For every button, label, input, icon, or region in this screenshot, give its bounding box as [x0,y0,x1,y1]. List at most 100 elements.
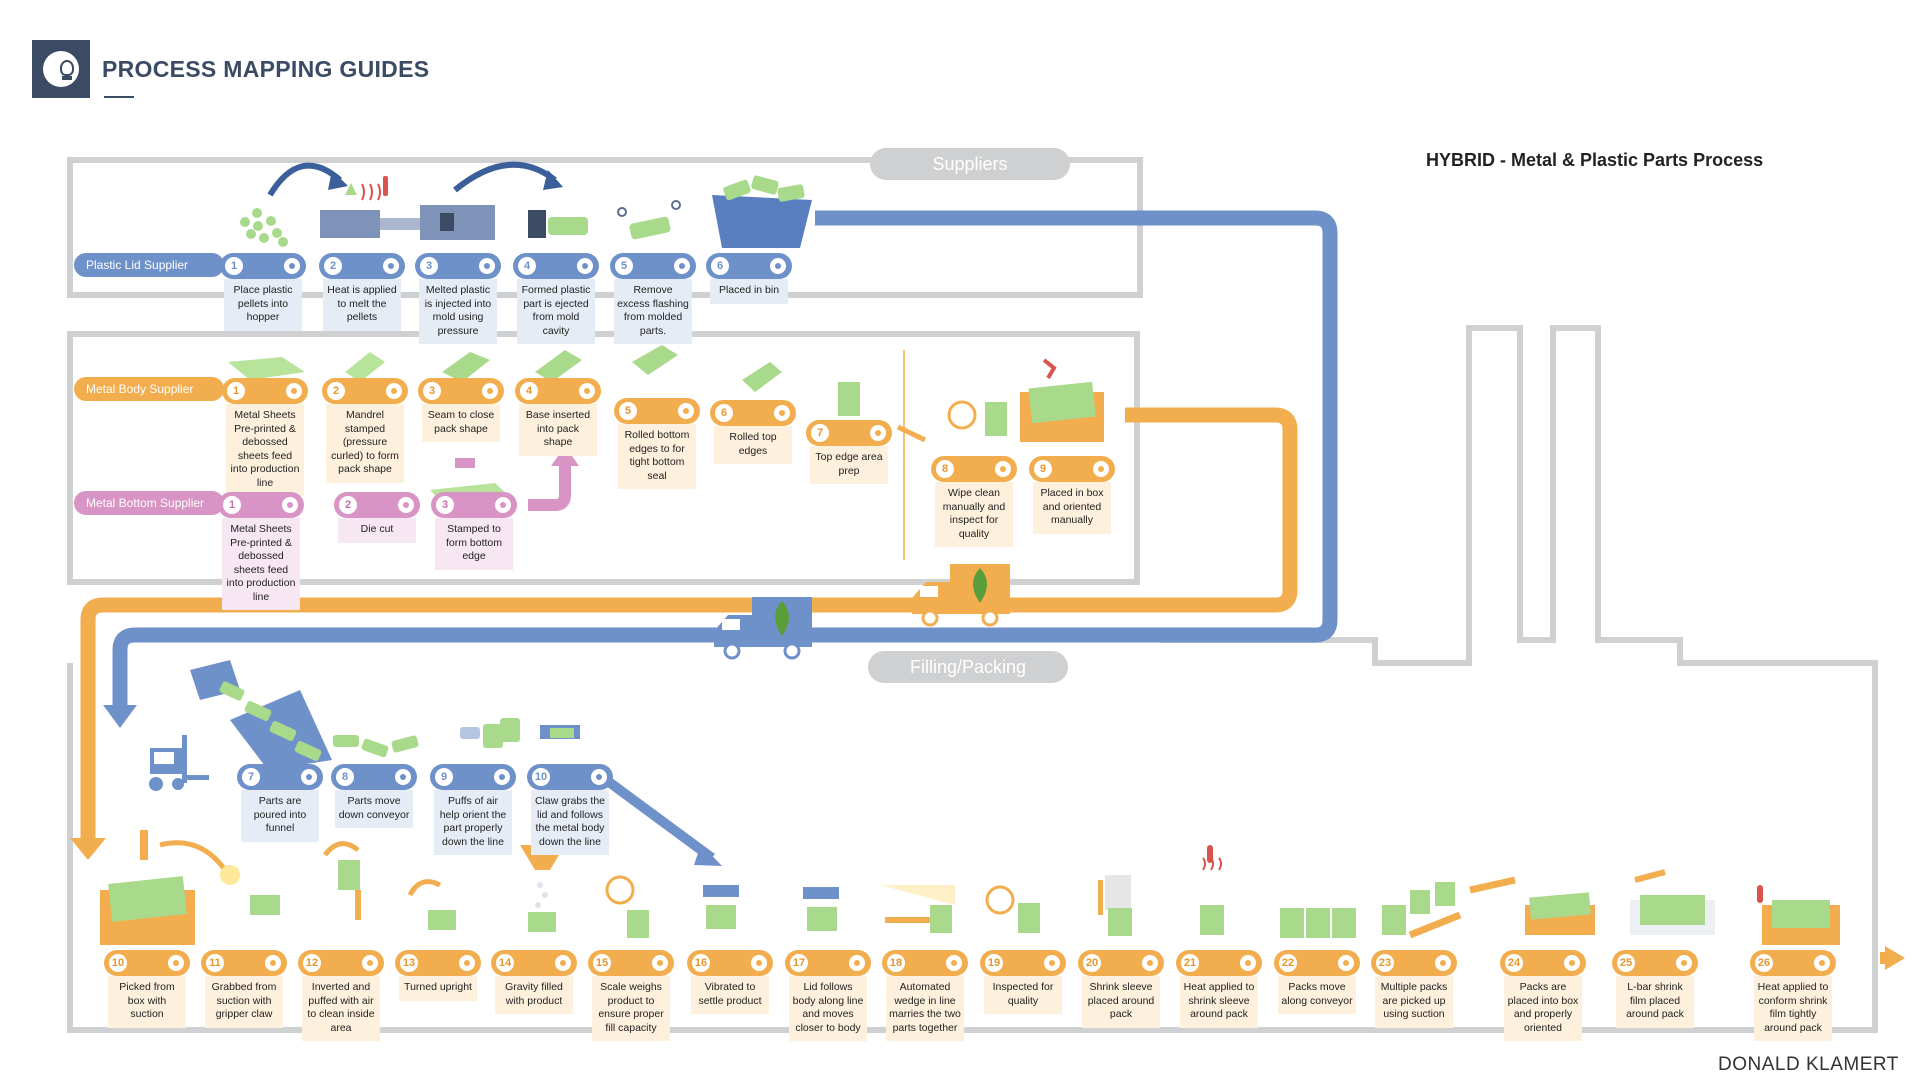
conveyor-belt: 2 [319,253,405,279]
step7-to-step8-arrow [896,424,927,443]
belt-wheel-icon [1093,461,1109,477]
scissors-illustration [617,200,681,240]
belt-wheel-icon [1676,955,1692,971]
belt-wheel-icon [284,258,300,274]
bin-illustration [712,175,812,248]
conveyor-belt: 7 [806,420,892,446]
step-number: 8 [936,460,954,478]
step-number: 17 [790,954,808,972]
step-number: 16 [692,954,710,972]
step-number: 19 [985,954,1003,972]
conveyor-belt: 21 [1176,950,1262,976]
conveyor-belt: 5 [614,398,700,424]
filling-lower-illustrations [100,830,1840,945]
step-number: 7 [242,768,260,786]
conveyor-belt: 10 [527,764,613,790]
step-number: 4 [520,382,538,400]
step-caption: Multiple packs are picked up using sucti… [1375,976,1453,1028]
step-caption: Lid follows body along line and moves cl… [789,976,867,1041]
metal-body-supplier-label: Metal Body Supplier [74,377,224,401]
step-number: 3 [420,257,438,275]
step-number: 26 [1755,954,1773,972]
step-number: 10 [532,768,550,786]
conveyor-belt: 3 [418,378,504,404]
step-number: 5 [615,257,633,275]
step-caption: Base inserted into pack shape [519,404,597,456]
step-number: 3 [436,496,454,514]
step-caption: Wipe clean manually and inspect for qual… [935,482,1013,547]
funnel-illustration [190,660,332,770]
logo [32,40,90,98]
step-number: 5 [619,402,637,420]
step-caption: Inverted and puffed with air to clean in… [302,976,380,1041]
belt-wheel-icon [1814,955,1830,971]
step-caption: Placed in box and oriented manually [1033,482,1111,534]
step-caption: Heat applied to shrink sleeve around pac… [1180,976,1258,1028]
step-number: 9 [1034,460,1052,478]
conveyor-belt: 4 [515,378,601,404]
step-caption: Vibrated to settle product [691,976,769,1014]
filling-section-label: Filling/Packing [868,651,1068,683]
belt-wheel-icon [774,405,790,421]
step-number: 21 [1181,954,1199,972]
step-number: 2 [339,496,357,514]
claw-path-arrowhead [694,844,722,866]
step-number: 18 [887,954,905,972]
step-caption: Packs are placed into box and properly o… [1504,976,1582,1041]
step-number: 11 [206,954,224,972]
suppliers-section-label: Suppliers [870,148,1070,180]
belt-wheel-icon [1435,955,1451,971]
step-number: 10 [109,954,127,972]
conveyor-belt: 16 [687,950,773,976]
conveyor-belt: 6 [706,253,792,279]
step-caption: Stamped to form bottom edge [435,518,513,570]
step-number: 13 [400,954,418,972]
belt-wheel-icon [479,258,495,274]
conveyor-belt: 18 [882,950,968,976]
step-caption: Parts are poured into funnel [241,790,319,842]
metal-truck-icon [912,564,1010,627]
belt-wheel-icon [494,769,510,785]
conveyor-belt: 1 [218,492,304,518]
step-number: 20 [1083,954,1101,972]
conveyor-belt: 17 [785,950,871,976]
step-number: 1 [225,257,243,275]
belt-wheel-icon [395,769,411,785]
step-caption: Remove excess flashing from molded parts… [614,279,692,344]
conveyor-belt: 2 [334,492,420,518]
conveyor-belt: 13 [395,950,481,976]
step-caption: Melted plastic is injected into mold usi… [419,279,497,344]
step-caption: Top edge area prep [810,446,888,484]
metal-parts-route-arrowhead [70,838,106,860]
step-caption: Heat is applied to melt the pellets [323,279,401,331]
belt-wheel-icon [286,383,302,399]
ejected-part-illustration [528,210,588,238]
belt-wheel-icon [678,403,694,419]
forklift-icon [149,735,209,791]
belt-wheel-icon [870,425,886,441]
step-number: 25 [1617,954,1635,972]
belt-wheel-icon [579,383,595,399]
belt-wheel-icon [1564,955,1580,971]
step-number: 7 [811,424,829,442]
conveyor-belt: 10 [104,950,190,976]
step-number: 12 [303,954,321,972]
author-name: DONALD KLAMERT [1718,1054,1899,1075]
